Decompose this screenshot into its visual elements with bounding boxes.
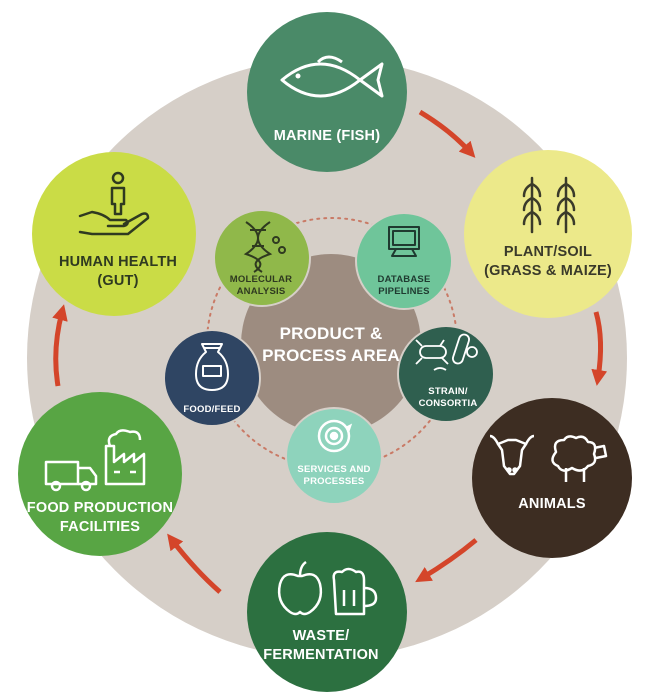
inner-node-molecular-label-1: MOLECULAR [230,274,293,285]
inner-node-food-feed-label: FOOD/FEED [183,404,240,415]
node-waste-circle [247,532,407,692]
inner-node-strain-circle [397,325,495,423]
inner-node-services-label-1: SERVICES AND [297,464,370,475]
center-label-1: PRODUCT & [280,324,383,343]
node-food-production-label-2: FACILITIES [60,519,140,535]
hand-person-icon [78,171,150,236]
inner-node-services[interactable]: SERVICES AND PROCESSES [285,407,383,505]
node-animals-circle [472,398,632,558]
truck-factory-icon [44,429,146,492]
inner-node-services-label-2: PROCESSES [304,476,365,487]
center-label-2: PROCESS AREA [262,346,400,365]
node-animals-label: ANIMALS [518,496,586,512]
inner-node-database[interactable]: DATABASE PIPELINES [355,212,453,310]
node-waste-label-1: WASTE/ [293,628,350,644]
dna-icon [243,221,286,273]
node-plant-label-1: PLANT/SOIL [504,244,592,260]
inner-node-strain[interactable]: STRAIN/ CONSORTIA [397,325,495,423]
node-food-production[interactable]: FOOD PRODUCTION FACILITIES [18,392,182,556]
node-marine[interactable]: MARINE (FISH) [247,12,407,172]
inner-node-database-circle [355,212,453,310]
cow-sheep-icon [489,434,608,482]
gear-cycle-icon [317,419,353,453]
node-food-production-circle [18,392,182,556]
computer-icon [388,226,420,257]
inner-node-strain-label-1: STRAIN/ [428,386,468,397]
node-marine-label: MARINE (FISH) [274,128,381,144]
inner-node-molecular[interactable]: MOLECULAR ANALYSIS [213,209,311,307]
sack-icon [195,343,229,391]
inner-node-services-circle [285,407,383,505]
node-waste-label-2: FERMENTATION [263,647,378,663]
arrow-marine-to-plant [418,109,476,158]
arrow-animals-to-waste [415,538,478,583]
node-food-production-label-1: FOOD PRODUCTION [27,500,173,516]
node-plant-circle [464,150,632,318]
node-marine-circle [247,12,407,172]
node-plant-label-2: (GRASS & MAIZE) [484,263,612,279]
arrow-plant-to-animals [591,311,608,386]
inner-node-database-label-2: PIPELINES [378,286,429,297]
node-plant[interactable]: PLANT/SOIL (GRASS & MAIZE) [464,150,632,318]
inner-node-food-feed-circle [163,329,261,427]
node-animals[interactable]: ANIMALS [472,398,632,558]
bacteria-icon [415,333,478,371]
arrow-waste-to-foodprod [167,533,222,594]
inner-node-database-label-1: DATABASE [378,274,431,285]
arrow-foodprod-to-human [52,304,68,387]
inner-node-strain-label-2: CONSORTIA [419,398,478,409]
apple-beer-icon [277,560,378,616]
fish-icon [280,55,384,98]
node-human-health-label-2: (GUT) [97,273,138,289]
inner-node-food-feed[interactable]: FOOD/FEED [163,329,261,427]
cycle-arrows [52,109,608,594]
node-human-health-label-1: HUMAN HEALTH [59,254,177,270]
wheat-icon [522,176,576,234]
node-waste[interactable]: WASTE/ FERMENTATION [247,532,407,692]
inner-node-molecular-label-2: ANALYSIS [237,286,286,297]
node-human-health[interactable]: HUMAN HEALTH (GUT) [32,152,196,316]
